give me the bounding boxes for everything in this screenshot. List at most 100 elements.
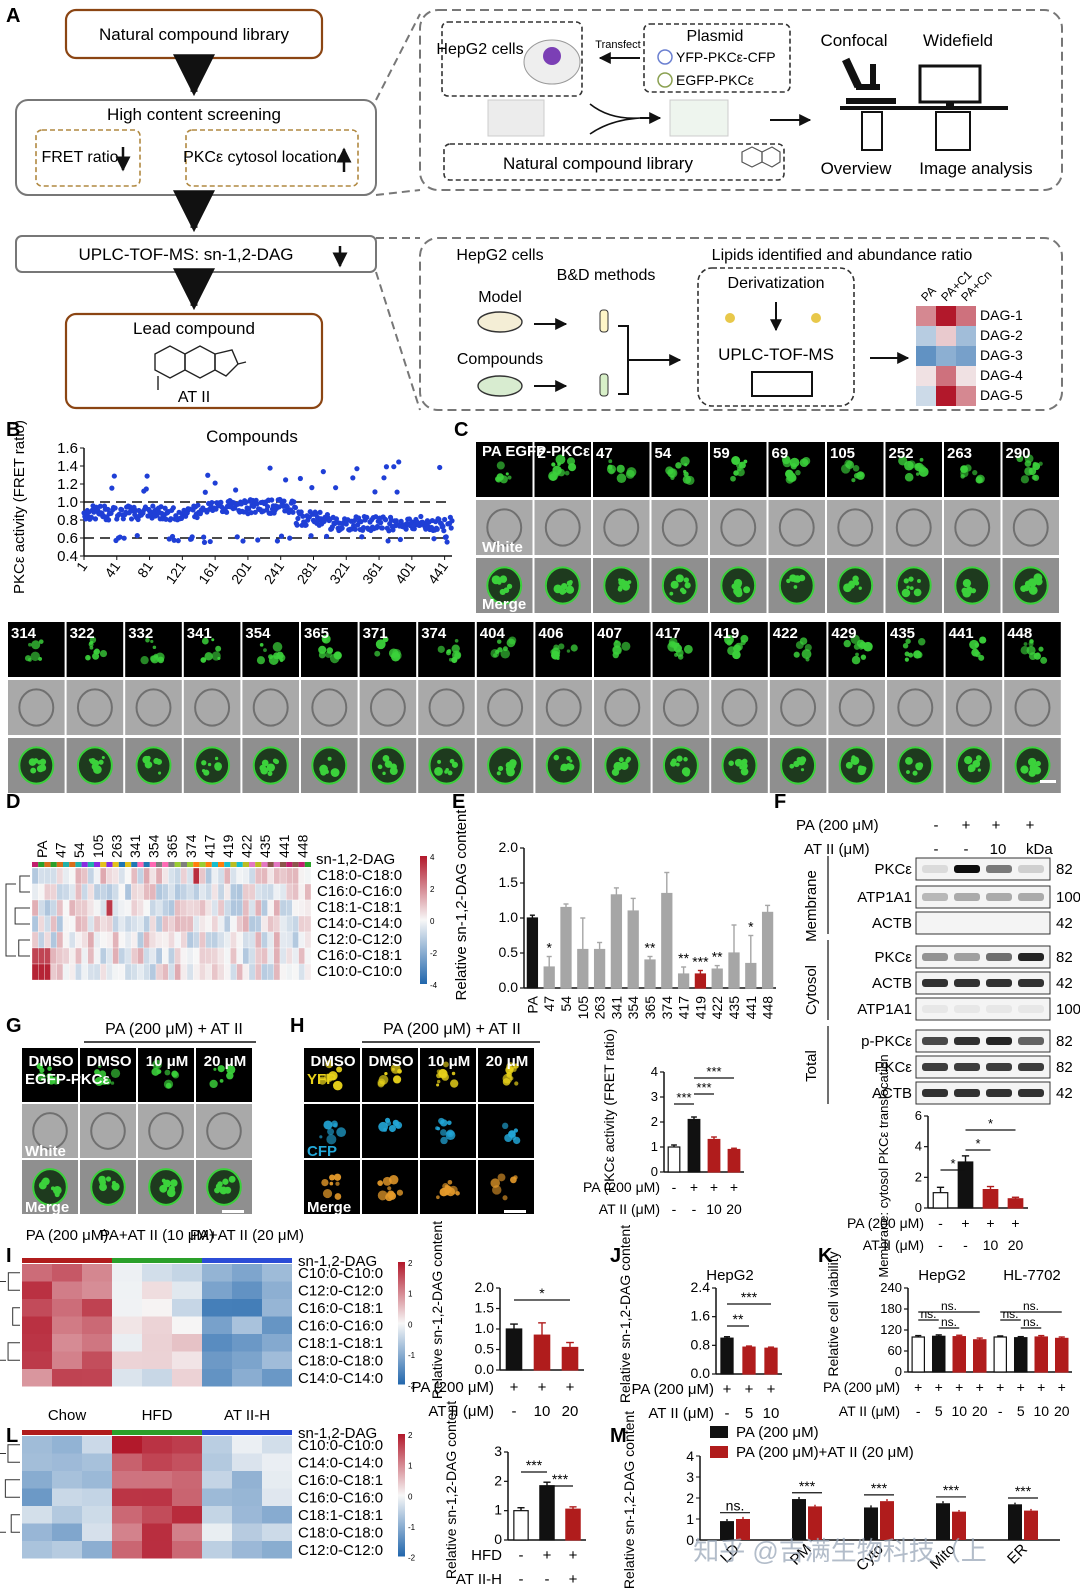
blot-label: ATP1A1 — [857, 1001, 912, 1018]
panel-f: F PA (200 μM) AT II (μM) kDa -+++--10 PK… — [774, 791, 1080, 1278]
data-point — [379, 525, 385, 531]
heatmap-cell — [22, 1488, 52, 1506]
heatmap-cell — [205, 931, 212, 949]
fluorescence-spot — [382, 1176, 392, 1186]
blot-frame — [915, 911, 1051, 935]
monitor-icon — [918, 64, 982, 108]
fluorescence-spot — [553, 754, 560, 761]
data-point — [150, 503, 156, 509]
data-point — [205, 472, 211, 478]
micrograph — [418, 680, 475, 735]
image-col-label: 10 μM — [428, 1053, 471, 1070]
significance-mark: *** — [871, 1480, 888, 1496]
heatmap-cell — [180, 883, 188, 901]
fluorescence-spot — [319, 1135, 323, 1139]
fluorescence-spot — [384, 1072, 388, 1076]
group-color-strip — [193, 862, 200, 867]
data-point — [449, 518, 455, 524]
group-label: Chow — [48, 1407, 87, 1424]
cell-outline — [252, 688, 289, 727]
heatmap-cell — [180, 867, 188, 885]
heatmap-cell — [172, 1523, 202, 1541]
significance-mark: *** — [696, 1080, 711, 1095]
fluorescence-spot — [451, 1071, 456, 1076]
heatmap-cell — [202, 1523, 232, 1541]
heatmap-cell — [224, 963, 231, 981]
heatmap-cell — [267, 963, 274, 981]
fluorescence-spot — [38, 639, 44, 644]
data-point — [105, 517, 112, 523]
fluorescence-spot — [918, 638, 926, 646]
heatmap-cell — [112, 1436, 142, 1454]
blot-band — [1018, 1063, 1044, 1071]
heatmap-cell — [142, 1436, 172, 1454]
heatmap-cell — [174, 915, 181, 933]
fluorescence-spot — [555, 454, 566, 465]
fluorescence-spot — [377, 1190, 388, 1201]
heatmap-cell — [199, 963, 206, 981]
cell-outline — [544, 508, 581, 547]
heatmap-cell — [224, 931, 231, 949]
cell-outline — [311, 688, 348, 727]
cell-outline — [603, 508, 640, 547]
fluorescence-spot — [325, 1060, 334, 1069]
f-kda: kDa — [1026, 841, 1053, 858]
x-tick-label: 263 — [592, 996, 608, 1020]
fluorescence-spot — [670, 760, 677, 767]
blot-label: ATP1A1 — [857, 889, 912, 906]
heatmap-cell — [82, 1453, 112, 1471]
fluorescence-spot — [964, 464, 972, 472]
y-tick-label: 240 — [880, 1280, 902, 1295]
heatmap-row-label: C18:0-C18:0 — [317, 867, 402, 884]
cell-outline — [895, 508, 932, 547]
y-tick-label: 1.4 — [57, 458, 78, 475]
heatmap-cell — [205, 947, 212, 965]
condition-label: AT II (μM) — [839, 1403, 900, 1419]
fluorescence-spot — [389, 767, 398, 776]
fluorescence-spot — [904, 657, 909, 662]
blot-kda: 82 — [1056, 1059, 1073, 1076]
fluorescence-spot — [567, 463, 577, 472]
fluorescence-spot — [94, 1076, 104, 1087]
colorbar-tick: -1 — [408, 1351, 416, 1360]
heatmap-cell — [31, 899, 39, 917]
heatmap-cell — [202, 1453, 232, 1471]
heatmap-cell — [172, 1436, 202, 1454]
group-color-strip — [143, 862, 150, 867]
heatmap-cell — [82, 1299, 112, 1317]
heatmap-cell — [87, 915, 95, 933]
heatmap-col-label: 47 — [53, 842, 69, 858]
condition-label: PA (200 μM) — [631, 1381, 714, 1398]
fluorescence-spot — [1024, 454, 1034, 463]
image-col-label: DMSO — [311, 1053, 356, 1070]
significance-mark: * — [975, 1136, 980, 1151]
heatmap-col-label: 374 — [183, 834, 199, 858]
heatmap-cell — [69, 947, 76, 965]
heatmap-col-label: 422 — [239, 834, 255, 858]
heatmap-cell — [87, 867, 95, 885]
heatmap-cell — [82, 1541, 112, 1559]
fluorescence-spot — [260, 766, 269, 775]
fluorescence-spot — [906, 770, 910, 774]
dendrogram-branch — [19, 875, 30, 893]
heatmap-cell — [916, 386, 936, 406]
data-point — [105, 506, 111, 512]
micrograph — [196, 1104, 252, 1158]
heatmap-cell — [273, 947, 281, 965]
data-point — [276, 504, 282, 510]
heatmap-cell — [112, 1506, 142, 1524]
panel-b: B Compounds PKCε activity (FRET ratio) 0… — [6, 419, 455, 594]
c-compound-label: 354 — [245, 625, 271, 642]
heatmap-cell — [69, 899, 76, 917]
fluorescence-spot — [393, 1075, 402, 1084]
heatmap-cell — [112, 1316, 142, 1334]
fluorescence-spot — [272, 642, 283, 652]
fluorescence-spot — [858, 472, 864, 478]
heatmap-cell — [186, 947, 194, 965]
fluorescence-spot — [971, 648, 980, 657]
heatmap-cell — [75, 947, 82, 965]
heatmap-cell — [50, 867, 57, 885]
heatmap-cell — [248, 931, 256, 949]
heatmap-cell — [262, 1541, 292, 1559]
heatmap-cell — [149, 867, 157, 885]
